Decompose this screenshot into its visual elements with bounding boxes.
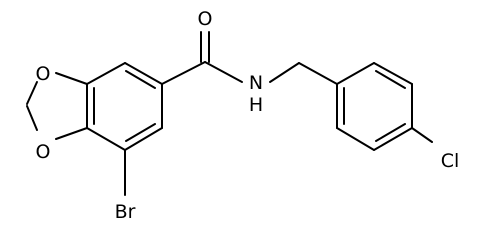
- amide-hydrogen-label: H: [249, 94, 263, 116]
- carbonyl-oxygen-label: O: [198, 8, 213, 30]
- ring-oxygen-top-label: O: [36, 63, 51, 85]
- bromine-label: Br: [115, 201, 136, 223]
- molecule-structure: O N H O O Br Cl: [26, 8, 460, 223]
- chlorine-label: Cl: [441, 150, 460, 172]
- amide-nitrogen-label: N: [249, 72, 263, 94]
- bond-lines: [26, 31, 433, 196]
- atom-labels: O N H O O Br Cl: [36, 8, 460, 223]
- ring-oxygen-bottom-label: O: [36, 141, 51, 163]
